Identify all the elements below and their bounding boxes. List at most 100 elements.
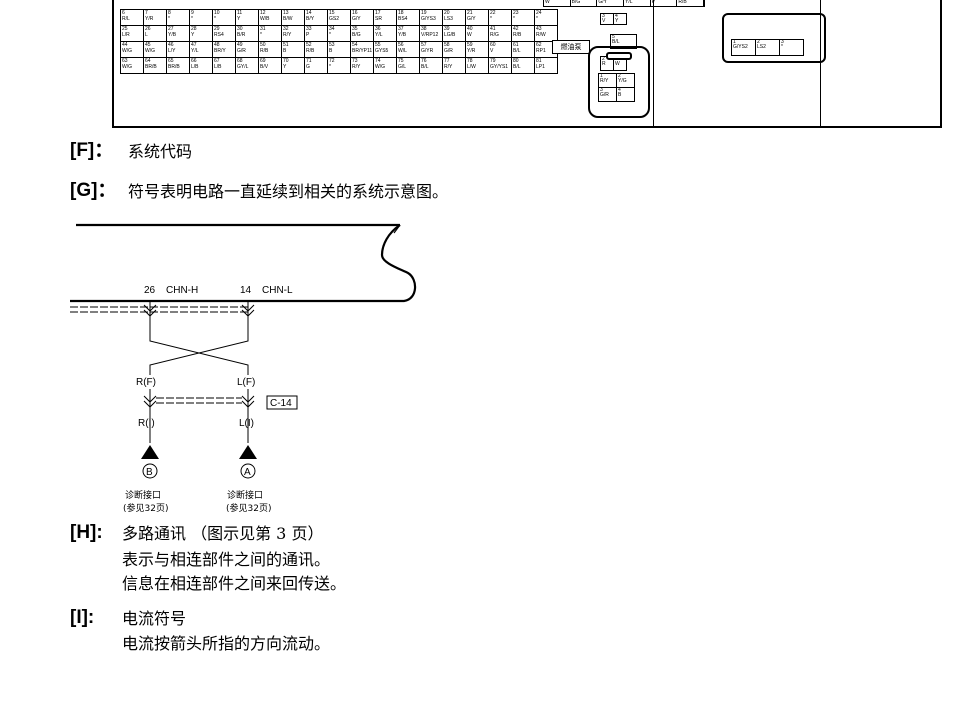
pin-number-right: 14 (240, 285, 252, 296)
fuel-pump-label: 燃油泵 (552, 40, 590, 54)
right-connector-icon (722, 13, 826, 63)
section-i-title: 电流符号 (122, 609, 187, 628)
connector-terminal-icon (143, 395, 157, 408)
arrow-up-icon (141, 445, 159, 459)
wire-left (143, 301, 157, 339)
connector-body-outline (70, 223, 417, 303)
signal-name-left: CHN-H (166, 285, 198, 296)
pin-cell: 72* (327, 57, 351, 74)
top-pin-strip: W B/G G/Y Y/L P R/B (543, 0, 705, 7)
pin-cell: 24* (534, 9, 558, 26)
pin-cell: 10* (212, 9, 236, 26)
pin-cell: 22* (488, 9, 512, 26)
section-h-label: [H]: (70, 522, 103, 543)
terminal-a-label: A (244, 467, 251, 478)
strip-cell: Y/L (624, 0, 651, 6)
section-g-label: [G]： (70, 180, 117, 201)
pin-cell: 9* (189, 9, 213, 26)
strip-cell: B/G (571, 0, 598, 6)
connector-body-outline (393, 224, 401, 234)
signal-name-right: CHN-L (262, 285, 293, 296)
panel-divider (820, 0, 821, 126)
connector-latch-icon (606, 52, 632, 60)
diag-port-ref-2: (参见32页) (226, 502, 271, 514)
terminal-b-circle-icon (142, 463, 158, 479)
pin-number-left: 26 (144, 285, 156, 296)
diag-port-label-1: 诊断接口 (125, 489, 161, 501)
pin-cell: 3* (779, 39, 804, 56)
pin-cell: 23* (511, 9, 535, 26)
diag-port-label-2: 诊断接口 (227, 489, 263, 501)
section-h-line: 信息在相连部件之间来回传送。 (122, 574, 347, 593)
section-g-text: 符号表明电路一直延续到相关的系统示意图。 (128, 182, 449, 201)
strip-cell: G/Y (597, 0, 625, 6)
connector-code: C-14 (270, 398, 292, 409)
section-i-label: [I]: (70, 607, 95, 628)
pin-cell: 8* (166, 9, 190, 26)
section-f-label: [F]： (70, 140, 114, 161)
section-h-title: 多路通讯 （图示见第 3 页） (122, 524, 324, 543)
connector-terminal-icon (241, 395, 255, 408)
panel-divider (653, 0, 654, 126)
strip-cell: W (544, 0, 571, 6)
label-l-i: L(I) (239, 418, 254, 429)
multiplex-circuit-diagram: 26 CHN-H 14 CHN-L R(F) L(F) C-14 R(I) L(… (70, 223, 417, 514)
terminal-a-circle-icon (240, 463, 256, 479)
pin-cell: 31* (258, 25, 282, 42)
